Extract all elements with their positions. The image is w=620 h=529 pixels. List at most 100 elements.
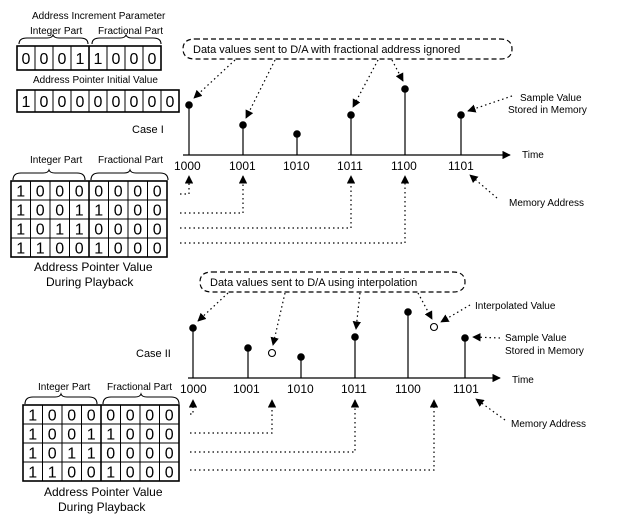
case1-sample-1001: [239, 121, 247, 129]
case2-table-bit-r1-c2: 0: [67, 427, 76, 444]
case1-table-bit-r0-c4: 0: [94, 184, 103, 201]
case1-table-bit-r3-c5: 0: [114, 241, 123, 258]
case1-table-bit-r1-c1: 0: [36, 203, 45, 220]
case1-table-fractional-label: Fractional Part: [98, 155, 163, 166]
case2-table-bit-r3-c4: 1: [106, 465, 115, 482]
case1-samples: [185, 85, 465, 155]
case2-arrow-1000: [197, 292, 229, 322]
case1-table-bit-r1-c7: 0: [153, 203, 162, 220]
case2-label: Case II: [136, 348, 171, 360]
case2-sample-1011: [351, 333, 359, 341]
case1-table-bit-r3-c3: 0: [75, 241, 84, 258]
case1-table-bit-r0-c3: 0: [75, 184, 84, 201]
pointer-initial-outline: [16, 89, 180, 113]
case1-table-bit-r2-c5: 0: [114, 222, 123, 239]
case2-sample-label-1: Sample Value: [505, 333, 567, 344]
case2-sample-label-2: Stored in Memory: [505, 346, 584, 357]
case2-table-bit-r2-c1: 0: [48, 446, 57, 463]
case2-sample-1100: [404, 308, 412, 316]
case1-table-integer-brace: [12, 168, 86, 181]
case1-table-bit-r1-c0: 1: [16, 203, 25, 220]
case2-sample-1010: [297, 353, 305, 361]
case1-row1-link: [180, 175, 194, 195]
case2-table-integer-brace: [24, 392, 98, 405]
increment-integer-brace: [18, 33, 89, 45]
case2-arrow-1011: [352, 292, 362, 330]
case1-addr-5: 1101: [448, 159, 474, 173]
case1-table-bit-r2-c3: 1: [75, 222, 84, 239]
case1-arrow-1011: [352, 59, 379, 108]
case2-addr-2: 1010: [287, 382, 314, 396]
case2-addr-1: 1001: [233, 382, 260, 396]
case1-table-bit-r3-c0: 1: [16, 241, 25, 258]
case2-sample-1000: [189, 324, 197, 332]
case2-table-integer-label: Integer Part: [38, 382, 90, 393]
case1-addr-2: 1010: [283, 159, 310, 173]
case2-table-bit-r1-c5: 0: [126, 427, 135, 444]
case2-table-bit-r0-c0: 1: [28, 408, 37, 425]
case2-table-bit-r2-c2: 1: [67, 446, 76, 463]
increment-bit-r0-c5: 0: [112, 51, 121, 68]
case2-memory-pointer: [475, 398, 506, 421]
increment-bit-r0-c3: 1: [76, 51, 85, 68]
case2-table-bit-r3-c2: 0: [67, 465, 76, 482]
case2-table-bit-r0-c2: 0: [67, 408, 76, 425]
case2-sample-1001: [244, 344, 252, 352]
case1-table-integer-label: Integer Part: [30, 155, 82, 166]
case2-table-bit-r3-c0: 1: [28, 465, 37, 482]
case1-sample-pointer: [467, 95, 513, 113]
case2-playback-label-2: During Playback: [58, 500, 146, 514]
case2-address-ticks: 1000 1001 1010 1011 1100 1101: [180, 382, 479, 396]
case2-table-bit-r2-c3: 1: [87, 446, 96, 463]
case1-table-bit-r3-c2: 0: [55, 241, 64, 258]
case1-table-bit-r3-c1: 1: [36, 241, 45, 258]
case2-arrow-interp-1: [270, 292, 286, 346]
case1-row2-link: [180, 175, 248, 214]
increment-bit-r0-c2: 0: [58, 51, 67, 68]
case2-table-bit-r1-c3: 1: [87, 427, 96, 444]
case2-table-fractional-brace: [102, 392, 180, 405]
increment-bit-r0-c1: 0: [40, 51, 49, 68]
case1-table-bit-r3-c7: 0: [153, 241, 162, 258]
pointer-initial-label: Address Pointer Initial Value: [33, 75, 158, 86]
case1-table-fractional-brace: [90, 168, 169, 181]
increment-bit-r0-c0: 0: [22, 51, 31, 68]
pointer-initial-bit-r0-c8: 0: [166, 94, 175, 111]
case1-table-bit-r0-c0: 1: [16, 184, 25, 201]
case2-table-bit-r3-c5: 0: [126, 465, 135, 482]
case1-table-bit-r2-c1: 0: [36, 222, 45, 239]
case2-interpolated-point-1: [267, 348, 277, 358]
case1-sample-1010: [293, 130, 301, 138]
case1-row4-link: [180, 175, 410, 244]
case2-table-fractional-label: Fractional Part: [107, 382, 172, 393]
case1-row3-link: [180, 175, 356, 229]
case1-arrow-1001: [245, 59, 276, 119]
case1-table-bit-r1-c4: 1: [94, 203, 103, 220]
case1-callout-bubble: [182, 38, 513, 60]
case2-sample-pointer: [472, 333, 501, 342]
case2-table-bit-r0-c5: 0: [126, 408, 135, 425]
case1-table-bit-r3-c6: 0: [133, 241, 142, 258]
case2-addr-3: 1011: [341, 382, 367, 396]
increment-bit-r0-c7: 0: [148, 51, 157, 68]
case1-table-bit-r0-c1: 0: [36, 184, 45, 201]
case1-sample-1101: [457, 111, 465, 119]
case1-callout-text: Data values sent to D/A with fractional …: [193, 44, 460, 56]
case2-table-bit-r3-c3: 0: [87, 465, 96, 482]
case1-table-bit-r0-c6: 0: [133, 184, 142, 201]
case2-table-bit-r2-c6: 0: [145, 446, 154, 463]
case2-addr-5: 1101: [453, 382, 479, 396]
case2-memory-address-label: Memory Address: [511, 419, 586, 430]
case1-playback-label-2: During Playback: [46, 275, 134, 289]
case2-callout-text: Data values sent to D/A using interpolat…: [210, 277, 417, 289]
case2-table-bit-r1-c6: 0: [145, 427, 154, 444]
case2-addr-4: 1100: [395, 382, 421, 396]
case2-table-bit-r0-c3: 0: [87, 408, 96, 425]
case2-table-bit-r2-c0: 1: [28, 446, 37, 463]
case2-table-bit-r1-c0: 1: [28, 427, 37, 444]
case2-sample-1101: [461, 334, 469, 342]
